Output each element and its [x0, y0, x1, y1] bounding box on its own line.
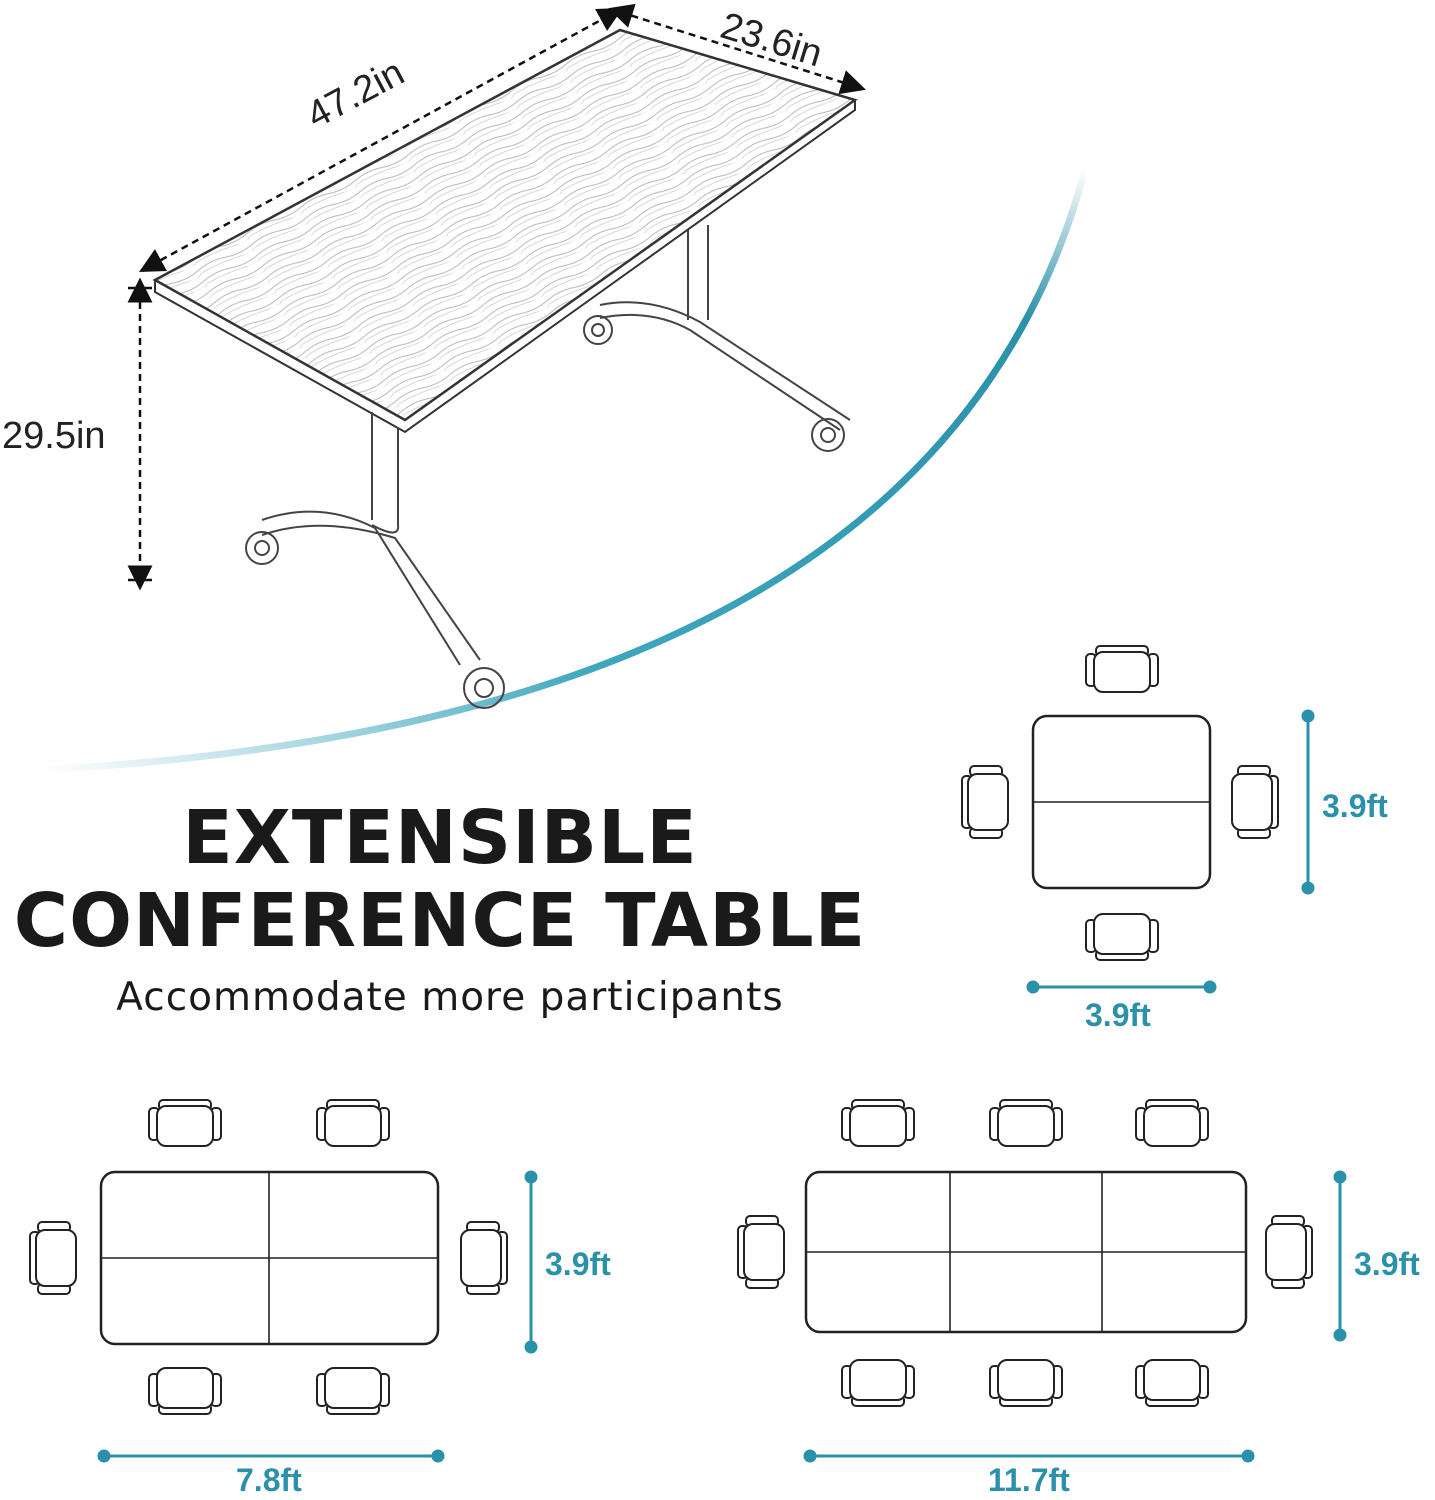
chair-icon [961, 765, 1009, 839]
chair-icon [989, 1359, 1063, 1407]
chair-icon [148, 1367, 222, 1415]
triple-width-label: 11.7ft [988, 1462, 1070, 1498]
single-depth-label: 3.9ft [1322, 788, 1388, 824]
table-drawing [152, 28, 858, 709]
double-depth-label: 3.9ft [545, 1246, 611, 1282]
chair-icon [460, 1221, 508, 1295]
layout-double-dim-lines [97, 1170, 538, 1463]
chair-icon [989, 1099, 1063, 1147]
dimension-arrows [127, 3, 866, 591]
layout-double-chairs [29, 1099, 508, 1415]
decorative-arc [36, 166, 1089, 774]
layout-single-dim-lines [1026, 709, 1315, 994]
chair-icon [1231, 765, 1279, 839]
chair-icon [841, 1359, 915, 1407]
chair-icon [316, 1367, 390, 1415]
title-line-2: CONFERENCE TABLE [13, 878, 867, 964]
chair-icon [1265, 1215, 1313, 1289]
subtitle: Accommodate more participants [116, 975, 784, 1020]
double-width-label: 7.8ft [236, 1462, 302, 1498]
chair-icon [29, 1221, 77, 1295]
single-width-label: 3.9ft [1085, 997, 1151, 1033]
triple-depth-label: 3.9ft [1354, 1246, 1420, 1282]
chair-icon [316, 1099, 390, 1147]
title-line-1: EXTENSIBLE [182, 795, 698, 881]
layout-triple [804, 1170, 1248, 1334]
chair-icon [1135, 1099, 1209, 1147]
layout-single-chairs [961, 645, 1279, 961]
height-label: 29.5in [2, 415, 106, 457]
chair-icon [1135, 1359, 1209, 1407]
chair-icon [1085, 645, 1159, 693]
chair-icon [737, 1215, 785, 1289]
layout-double [99, 1170, 440, 1346]
layout-triple-dim-lines [803, 1170, 1347, 1463]
layout-triple-chairs [737, 1099, 1313, 1407]
chair-icon [148, 1099, 222, 1147]
chair-icon [1085, 913, 1159, 961]
chair-icon [841, 1099, 915, 1147]
layout-single [1031, 714, 1212, 890]
